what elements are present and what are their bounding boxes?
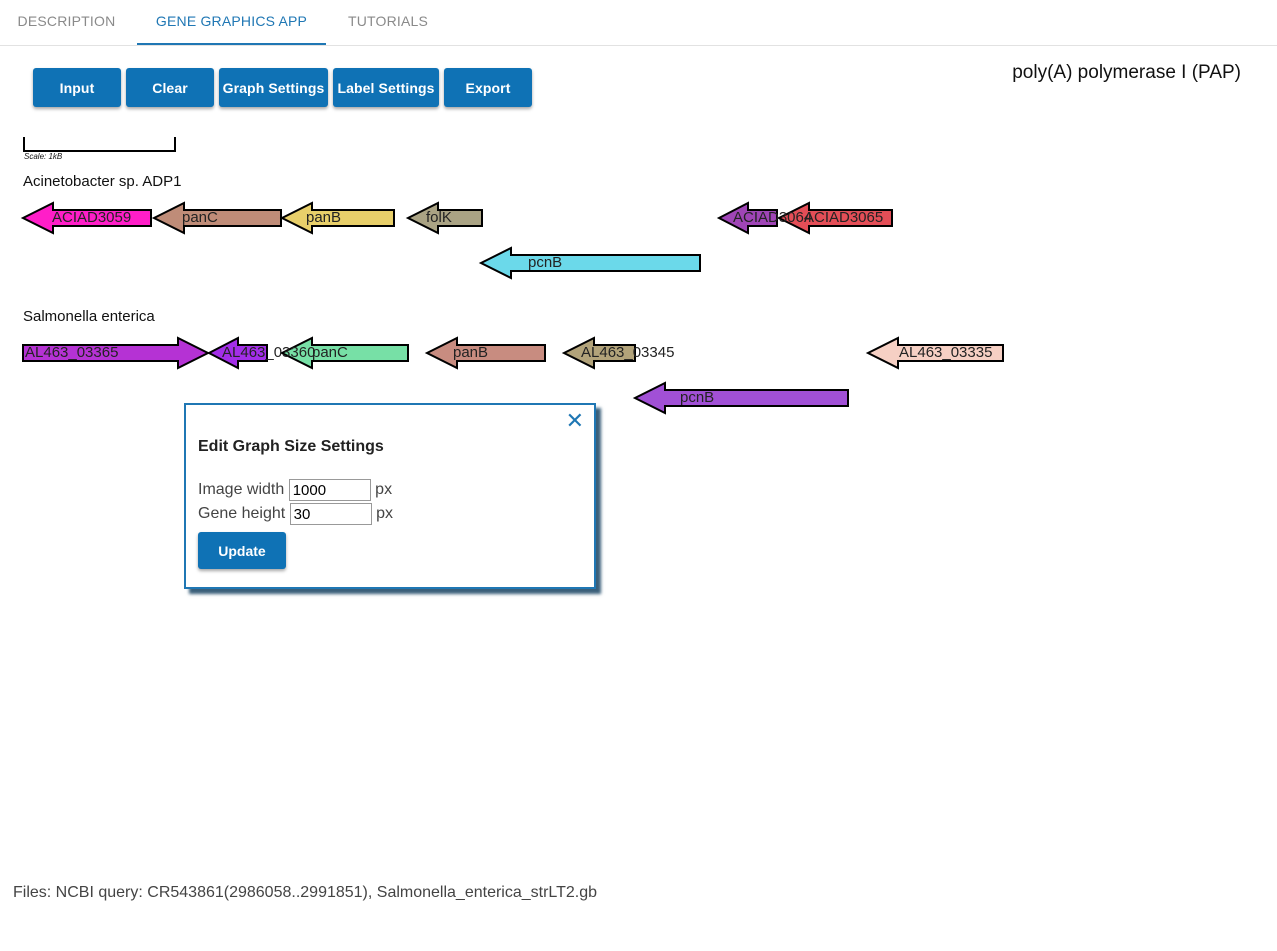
- gene-arrow-panb[interactable]: [424, 336, 546, 370]
- gene-label-al463-03335: AL463_03335: [899, 344, 993, 361]
- clear-button[interactable]: Clear: [126, 68, 214, 107]
- gene-arrow-pcnb[interactable]: [632, 381, 849, 415]
- tab-tutorials[interactable]: TUTORIALS: [347, 13, 429, 29]
- image-width-input[interactable]: [288, 479, 371, 501]
- genome-name-2: Salmonella enterica: [23, 308, 155, 325]
- tab-bar: DESCRIPTION GENE GRAPHICS APP TUTORIALS: [0, 0, 1277, 46]
- gene-arrow-al463-03335[interactable]: [865, 336, 1004, 370]
- gene-arrow-aciad3059[interactable]: [20, 201, 152, 235]
- gene-label-al463-03345: AL463_03345: [581, 344, 675, 361]
- gene-label-folk: folK: [426, 209, 452, 226]
- gene-arrow-pcnb[interactable]: [478, 246, 701, 280]
- tab-description[interactable]: DESCRIPTION: [17, 13, 116, 29]
- graph-size-dialog: ✕ Edit Graph Size Settings Image width p…: [184, 403, 596, 589]
- scale-bar: [23, 137, 176, 152]
- gene-label-aciad3059: ACIAD3059: [52, 209, 132, 226]
- gene-label-aciad3064: ACIAD3064: [733, 209, 813, 226]
- gene-label-al463-03360: AL463_03360: [222, 344, 316, 361]
- gene-height-input[interactable]: [289, 503, 372, 525]
- gene-arrow-aciad3065[interactable]: [776, 201, 893, 235]
- gene-arrow-al463-03365[interactable]: [22, 336, 211, 370]
- gene-height-label: Gene height: [198, 505, 286, 523]
- gene-label-al463-03365: AL463_03365: [25, 344, 119, 361]
- gene-arrow-panb[interactable]: [279, 201, 395, 235]
- graph-settings-button[interactable]: Graph Settings: [219, 68, 328, 107]
- tab-gene-graphics-app[interactable]: GENE GRAPHICS APP: [137, 0, 326, 45]
- gene-arrow-al463-03345[interactable]: [561, 336, 636, 370]
- dialog-title: Edit Graph Size Settings: [198, 438, 384, 455]
- input-button[interactable]: Input: [33, 68, 121, 107]
- gene-arrow-al463-03360[interactable]: [206, 336, 268, 370]
- gene-label-panb: panB: [306, 209, 342, 226]
- label-settings-button[interactable]: Label Settings: [333, 68, 439, 107]
- scale-label: Scale: 1kB: [24, 152, 63, 161]
- update-button[interactable]: Update: [198, 532, 286, 569]
- gene-label-panc: panC: [182, 209, 218, 226]
- files-info: Files: NCBI query: CR543861(2986058..299…: [13, 884, 598, 901]
- export-button[interactable]: Export: [444, 68, 532, 107]
- image-width-row: Image width px: [198, 479, 392, 501]
- close-icon[interactable]: ✕: [565, 408, 584, 433]
- gene-label-pcnb: pcnB: [528, 254, 563, 271]
- gene-height-unit: px: [376, 505, 393, 523]
- image-width-label: Image width: [198, 481, 285, 499]
- gene-label-panb: panB: [453, 344, 489, 361]
- gene-arrow-folk[interactable]: [405, 201, 483, 235]
- genome-name-1: Acinetobacter sp. ADP1: [23, 173, 182, 190]
- gene-label-pcnb: pcnB: [680, 389, 715, 406]
- gene-height-row: Gene height px: [198, 503, 393, 525]
- gene-label-aciad3065: ACIAD3065: [804, 209, 884, 226]
- graph-title: poly(A) polymerase I (PAP): [1012, 62, 1241, 83]
- gene-arrow-panc[interactable]: [279, 336, 409, 370]
- gene-label-panc: panC: [312, 344, 348, 361]
- image-width-unit: px: [375, 481, 393, 499]
